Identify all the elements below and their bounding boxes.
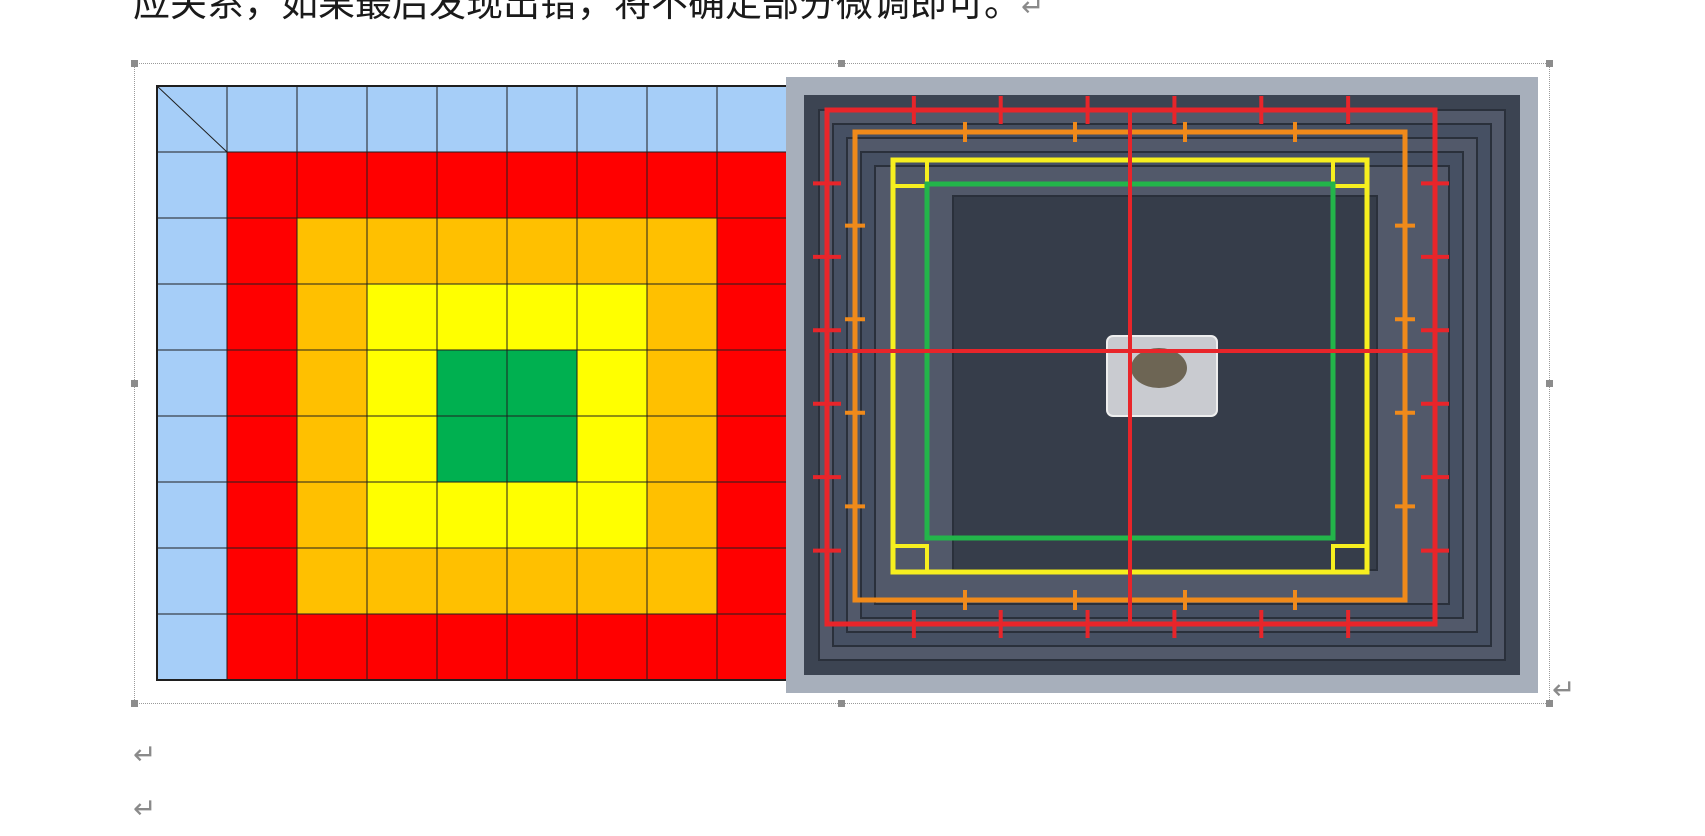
grid-cell (157, 350, 227, 416)
grid-cell (577, 152, 647, 218)
grid-cell (647, 284, 717, 350)
grid-cell (227, 482, 297, 548)
grid-cell (227, 416, 297, 482)
grid-cell (647, 614, 717, 680)
grid-cell (367, 284, 437, 350)
grid-cell (367, 350, 437, 416)
grid-cell (647, 350, 717, 416)
grid-cell (507, 614, 577, 680)
grid-cell (507, 482, 577, 548)
grid-cell (297, 416, 367, 482)
grid-cell (577, 284, 647, 350)
grid-cell (437, 284, 507, 350)
grid-cell (437, 482, 507, 548)
grid-cell (647, 152, 717, 218)
grid-cell (647, 416, 717, 482)
grid-cell (507, 350, 577, 416)
inline-image[interactable] (134, 63, 1550, 704)
grid-cell (157, 284, 227, 350)
grid-cell (297, 350, 367, 416)
grid-cell (717, 284, 787, 350)
grid-cell (717, 218, 787, 284)
grid-cell (717, 482, 787, 548)
grid-cell (577, 86, 647, 152)
resize-handle-bottom-center[interactable] (838, 700, 845, 707)
grid-cell (297, 86, 367, 152)
grid-cell (647, 218, 717, 284)
paragraph-mark: ↵ (1021, 0, 1044, 23)
grid-cell (437, 152, 507, 218)
grid-cell (157, 218, 227, 284)
grid-cell (297, 218, 367, 284)
empty-paragraph-mark[interactable]: ↵ (133, 795, 156, 823)
resize-handle-middle-left[interactable] (131, 380, 138, 387)
grid-cell (577, 614, 647, 680)
grid-cell (507, 218, 577, 284)
grid-cell (227, 350, 297, 416)
grid-cell (367, 482, 437, 548)
grid-cell (297, 284, 367, 350)
grid-cell (437, 614, 507, 680)
grid-cell (717, 152, 787, 218)
grid-cell (717, 548, 787, 614)
grid-cell (157, 152, 227, 218)
grid-cell (297, 614, 367, 680)
grid-cell (577, 548, 647, 614)
grid-cell (717, 614, 787, 680)
paragraph-line[interactable]: 应关系，如果最后发现出错，将不确定部分微调即可。↵ (133, 0, 1044, 31)
grid-cell (227, 548, 297, 614)
grid-cell (717, 86, 787, 152)
center-object-detail (1131, 348, 1187, 388)
resize-handle-top-center[interactable] (838, 60, 845, 67)
grid-cell (717, 416, 787, 482)
resize-handle-bottom-left[interactable] (131, 700, 138, 707)
grid-cell (367, 548, 437, 614)
grid-cell (577, 350, 647, 416)
grid-cell (297, 152, 367, 218)
grid-cell (227, 614, 297, 680)
grid-cell (227, 86, 297, 152)
grid-cell (437, 548, 507, 614)
resize-handle-top-right[interactable] (1546, 60, 1553, 67)
grid-cell (577, 482, 647, 548)
grid-cell (507, 86, 577, 152)
paragraph-text[interactable]: 应关系，如果最后发现出错，将不确定部分微调即可。 (133, 0, 1021, 25)
grid-cell (227, 152, 297, 218)
grid-cell (577, 416, 647, 482)
grid-cell (437, 86, 507, 152)
grid-cell (717, 350, 787, 416)
grid-cell (437, 218, 507, 284)
paragraph-mark-after-image: ↵ (1552, 676, 1575, 704)
grid-cell (577, 218, 647, 284)
grid-cell (437, 350, 507, 416)
grid-cell (157, 548, 227, 614)
grid-cell (507, 152, 577, 218)
grid-cell (157, 614, 227, 680)
grid-cell (157, 416, 227, 482)
grid-cell (437, 416, 507, 482)
image-canvas (135, 64, 1550, 704)
grid-cell (227, 284, 297, 350)
annotated-photo-figure (795, 86, 1529, 684)
grid-cell (367, 416, 437, 482)
grid-cell (297, 482, 367, 548)
grid-cell (367, 614, 437, 680)
resize-handle-top-left[interactable] (131, 60, 138, 67)
grid-cell (507, 548, 577, 614)
empty-paragraph-mark[interactable]: ↵ (133, 741, 156, 769)
grid-cell (507, 284, 577, 350)
grid-cell (647, 86, 717, 152)
grid-cell (507, 416, 577, 482)
grid-cell (297, 548, 367, 614)
grid-cell (647, 548, 717, 614)
grid-cell (367, 86, 437, 152)
grid-cell (367, 218, 437, 284)
grid-cell (367, 152, 437, 218)
grid-cell (647, 482, 717, 548)
grid-cell (157, 482, 227, 548)
grid-cell (227, 218, 297, 284)
resize-handle-middle-right[interactable] (1546, 380, 1553, 387)
